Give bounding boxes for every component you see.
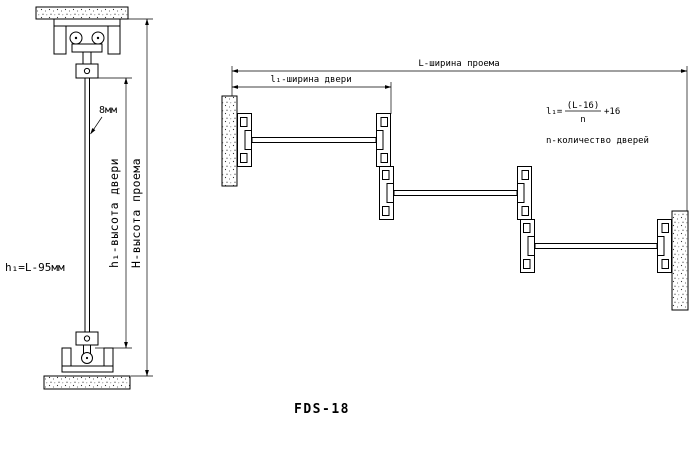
clamp-bolt-icon: [83, 67, 91, 75]
elevation-view: 8мм h₁-высота двери H-высота проема h₁=L…: [5, 6, 153, 390]
door-width-label: l₁-ширина двери: [270, 75, 351, 85]
ceiling-hatch: [35, 6, 129, 20]
door-1: [237, 113, 391, 167]
formula-numerator: (L-16): [567, 101, 600, 111]
leader-arrow-icon: [90, 116, 103, 135]
doors-count-note: n-количество дверей: [546, 136, 649, 146]
door-3: [520, 219, 672, 273]
floor-hatch: [43, 375, 131, 390]
dimension-opening-width: L-ширина проема: [231, 59, 688, 211]
door-height-formula: h₁=L-95мм: [5, 261, 65, 274]
opening-width-label: L-ширина проема: [418, 59, 499, 69]
clamp-bolt-icon: [83, 335, 91, 342]
top-door-clamp: [75, 63, 99, 79]
door-panel-plan: [251, 137, 377, 143]
bottom-guide-assembly: [61, 331, 114, 373]
drawing-title: FDS-18: [294, 402, 350, 417]
door-jamb-profile: [520, 219, 535, 273]
formula-tail: +16: [604, 107, 620, 117]
door-jamb-profile: [379, 166, 394, 220]
dimension-door-width: l₁-ширина двери: [231, 75, 392, 114]
gap-label: 8мм: [99, 105, 117, 116]
door-jamb-profile: [517, 166, 532, 220]
door-height-label: h₁-высота двери: [107, 158, 121, 268]
dimension-door-height: h₁-высота двери: [92, 77, 132, 349]
right-wall: [671, 210, 689, 311]
door-panel-plan: [534, 243, 658, 249]
top-track-assembly: [53, 18, 121, 79]
plan-view: L-ширина проема l₁-ширина двери l₁= (L-: [221, 59, 689, 311]
glass-thickness-callout: 8мм: [90, 105, 117, 135]
door-2: [379, 166, 532, 220]
door-panel-plan: [393, 190, 518, 196]
door-panel-elevation: [84, 77, 90, 333]
formula-denominator: n: [580, 115, 585, 125]
opening-height-label: H-высота проема: [129, 158, 143, 268]
dimension-opening-height: H-высота проема: [128, 18, 153, 377]
door-jamb-profile: [657, 219, 672, 273]
bottom-door-clamp: [75, 331, 99, 346]
door-width-formula: l₁= (L-16) n +16: [546, 101, 620, 125]
door-jamb-profile: [376, 113, 391, 167]
door-jamb-profile: [237, 113, 252, 167]
formula-lhs: l₁=: [546, 107, 563, 117]
left-wall: [221, 95, 238, 187]
